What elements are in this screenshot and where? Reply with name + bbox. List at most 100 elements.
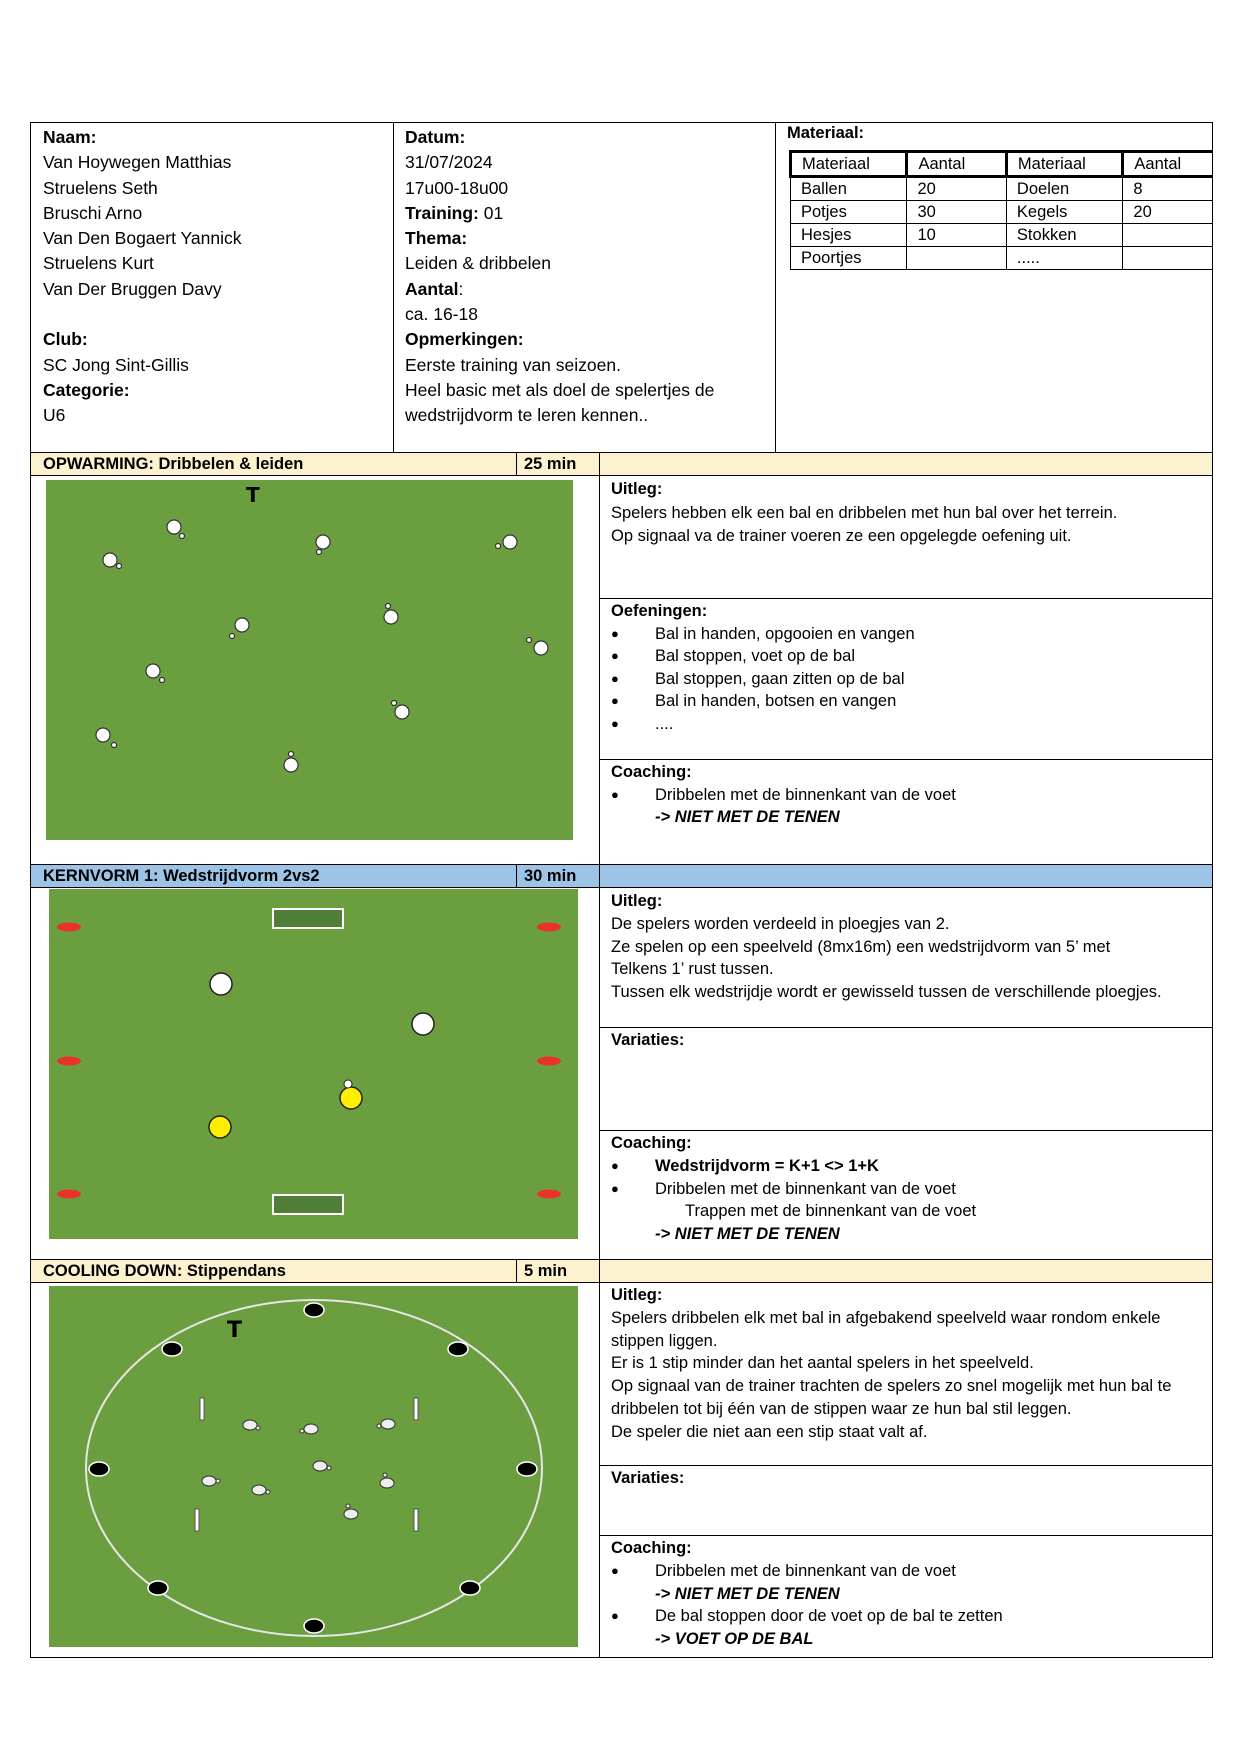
player-marker	[95, 727, 111, 743]
ball-icon	[525, 636, 533, 644]
player-marker	[201, 1475, 217, 1487]
player-marker	[383, 609, 399, 625]
cooling-bar: COOLING DOWN: Stippendans 5 min	[31, 1259, 1212, 1283]
uitleg-label: Uitleg:	[611, 1286, 663, 1304]
coaching-list: De bal stoppen door de voet op de bal te…	[611, 1605, 1201, 1628]
circle-boundary	[85, 1299, 543, 1637]
cooling-uitleg: Uitleg: Spelers dribbelen elk met bal in…	[611, 1284, 1206, 1444]
table-cell: Hesjes	[789, 223, 908, 247]
kernvorm-title: KERNVORM 1: Wedstrijdvorm 2vs2	[43, 867, 320, 885]
coaching-line: Trappen met de binnenkant van de voet	[685, 1202, 977, 1221]
table-cell: 8	[1122, 176, 1213, 201]
uitleg-line: Tussen elk wedstrijdje wordt er gewissel…	[611, 983, 1162, 1002]
datum-label: Datum:	[405, 127, 466, 147]
uitleg-line: Telkens 1’ rust tussen.	[611, 960, 774, 979]
name-1: Van Hoywegen Matthias	[43, 152, 232, 173]
table-cell: Potjes	[789, 200, 908, 224]
ball-icon	[178, 532, 186, 540]
ball-icon	[110, 741, 118, 749]
oefeningen-label: Oefeningen:	[611, 602, 708, 620]
ball-icon	[494, 542, 502, 550]
list-item: Dribbelen met de binnenkant van de voet	[611, 1178, 1201, 1201]
thema-value: Leiden & dribbelen	[405, 253, 551, 274]
cone-marker	[537, 922, 561, 932]
players-with-balls	[95, 519, 549, 773]
dots-ring	[88, 1302, 538, 1634]
player-marker	[379, 1477, 395, 1489]
ball-icon	[299, 1428, 305, 1434]
uitleg-label: Uitleg:	[611, 480, 663, 498]
coaching-list: Dribbelen met de binnenkant van de voet	[611, 1560, 1201, 1583]
name-2: Struelens Seth	[43, 177, 158, 198]
ball-icon	[315, 548, 323, 556]
coaching-emphasis: -> NIET MET DE TENEN	[655, 1225, 840, 1244]
list-item: Wedstrijdvorm = K+1 <> 1+K	[611, 1155, 1201, 1178]
cone-marker	[57, 1189, 81, 1199]
training-sheet: Naam: Van Hoywegen Matthias Struelens Se…	[30, 122, 1213, 1658]
kernvorm-field	[49, 889, 578, 1239]
uitleg-line: Op signaal va de trainer voeren ze een o…	[611, 526, 1072, 545]
uitleg-line: De spelers worden verdeeld in ploegjes v…	[611, 914, 950, 933]
table-cell	[906, 246, 1007, 270]
coaching-emphasis: -> VOET OP DE BAL	[655, 1630, 814, 1649]
goal-bottom	[272, 1194, 344, 1215]
aantal-line: Aantal:	[405, 277, 765, 302]
table-cell: 20	[906, 176, 1007, 201]
table-row: Poortjes .....	[789, 246, 1213, 270]
materiaal-header-row: Materiaal Aantal Materiaal Aantal	[788, 150, 1213, 178]
uitleg-line: dribbelen tot bij één van de stippen waa…	[611, 1399, 1072, 1418]
opmerkingen-line-1: Eerste training van seizoen.	[405, 354, 621, 375]
player-marker	[394, 704, 410, 720]
table-row: Potjes 30 Kegels 20	[789, 200, 1213, 224]
player-marker	[315, 534, 331, 550]
name-3: Bruschi Arno	[43, 202, 143, 223]
naam-label: Naam:	[43, 127, 97, 147]
goal-net	[272, 1194, 344, 1215]
thema-label: Thema:	[405, 228, 468, 249]
table-cell	[1122, 223, 1213, 247]
ball-icon	[115, 562, 123, 570]
coaching-label: Coaching:	[611, 1134, 692, 1152]
coaching-list: Dribbelen met de binnenkant van de voet	[611, 784, 1201, 807]
stip-marker	[303, 1618, 325, 1634]
player-marker	[251, 1484, 267, 1496]
opmerkingen-line-2: Heel basic met als doel de spelertjes de	[405, 379, 715, 400]
list-item: De bal stoppen door de voet op de bal te…	[611, 1605, 1201, 1628]
details-column: Datum: 31/07/2024 17u00-18u00 Training: …	[405, 125, 765, 429]
ball-icon	[228, 632, 236, 640]
kernvorm-diagram	[57, 908, 561, 1215]
ball-icon	[215, 1478, 221, 1484]
list-item: Bal in handen, botsen en vangen	[611, 690, 1201, 713]
ball-icon	[287, 750, 295, 758]
kernvorm-uitleg: Uitleg: De spelers worden verdeeld in pl…	[611, 890, 1206, 1004]
player-marker	[502, 534, 518, 550]
name-6: Van Der Bruggen Davy	[43, 278, 222, 299]
trainer-marker: T	[227, 1318, 242, 1343]
ball-icon	[265, 1489, 271, 1495]
uitleg-label: Uitleg:	[611, 892, 663, 910]
table-cell: Stokken	[1005, 223, 1124, 247]
categorie-label: Categorie:	[43, 379, 130, 400]
ball-icon	[326, 1465, 332, 1471]
opwarming-oefeningen: Oefeningen: Bal in handen, opgooien en v…	[611, 600, 1201, 735]
opwarming-coaching: Coaching: Dribbelen met de binnenkant va…	[611, 761, 1201, 829]
ball-icon	[343, 1079, 353, 1089]
players-with-balls	[201, 1418, 396, 1520]
table-cell: Doelen	[1005, 176, 1124, 201]
materiaal-header: Materiaal	[1004, 150, 1124, 178]
player-white	[411, 1012, 435, 1036]
cooling-variaties-label: Variaties:	[611, 1469, 685, 1487]
goal-net	[272, 908, 344, 929]
club-label: Club:	[43, 329, 88, 350]
player-marker	[283, 757, 299, 773]
table-cell: .....	[1005, 246, 1124, 270]
datum-value: 31/07/2024	[405, 152, 493, 173]
stick-marker	[413, 1397, 419, 1421]
player-marker	[533, 640, 549, 656]
table-cell: Poortjes	[789, 246, 908, 270]
training-value: 01	[478, 202, 504, 223]
cone-marker	[537, 1189, 561, 1199]
list-item: Bal stoppen, gaan zitten op de bal	[611, 668, 1201, 691]
opwarming-diagram: T	[95, 483, 549, 773]
player-marker	[380, 1418, 396, 1430]
